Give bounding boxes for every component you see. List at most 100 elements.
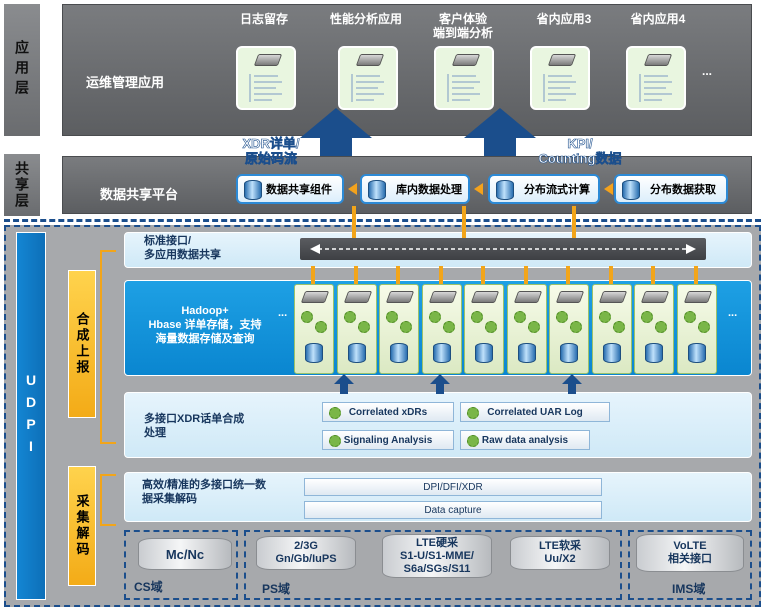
server-icon xyxy=(385,291,415,303)
collect-label: 采集解码 xyxy=(68,466,96,586)
app-card-perf[interactable] xyxy=(338,46,398,110)
ps-lte-soft-cylinder: LTE软采 Uu/X2 xyxy=(510,536,610,570)
server-icon xyxy=(683,291,712,303)
server-icon xyxy=(355,54,385,66)
server-icon xyxy=(555,291,585,303)
gear-icon xyxy=(357,321,370,333)
hadoop-node[interactable] xyxy=(336,284,377,374)
app-more: ... xyxy=(702,64,713,78)
node-connector-stripe xyxy=(311,266,315,284)
share-component-pill[interactable]: 分布流式计算 xyxy=(488,174,600,204)
node-connector-stripe xyxy=(651,266,655,284)
data-capture-box[interactable]: Data capture xyxy=(304,501,602,519)
raw-data-analysis-box[interactable]: Raw data analysis xyxy=(460,430,590,450)
capture-label: 高效/精准的多接口统一数 据采集解码 xyxy=(142,479,267,505)
database-icon xyxy=(687,343,706,363)
cs-domain-name: CS域 xyxy=(134,580,163,594)
app-title-cx: 客户体验 端到端分析 xyxy=(432,12,493,40)
ps-domain-name: PS域 xyxy=(262,582,291,596)
server-icon xyxy=(470,291,500,303)
app-card-log[interactable] xyxy=(236,46,296,110)
app-layer-label: 应用层 xyxy=(4,4,40,136)
database-icon xyxy=(517,343,536,363)
dpi-box[interactable]: DPI/DFI/XDR xyxy=(304,478,602,496)
hadoop-node[interactable] xyxy=(676,284,717,374)
server-icon xyxy=(640,291,670,303)
app-card-prov4[interactable] xyxy=(626,46,686,110)
document-icon xyxy=(543,74,576,102)
app-title-prov4: 省内应用4 xyxy=(630,12,686,26)
up-arrow-icon xyxy=(334,374,354,394)
collect-text: 采集解码 xyxy=(74,494,90,558)
share-component-label: 数据共享组件 xyxy=(266,184,332,196)
gear-icon xyxy=(556,311,568,323)
ims-cylinder: VoLTE 相关接口 xyxy=(636,534,744,572)
node-connector-stripe xyxy=(396,266,400,284)
hadoop-node[interactable] xyxy=(294,284,334,374)
database-icon xyxy=(602,343,621,363)
app-title-log: 日志留存 xyxy=(239,12,288,26)
database-icon xyxy=(645,343,663,363)
up-arrow-icon xyxy=(430,374,450,394)
share-component-pill[interactable]: 数据共享组件 xyxy=(236,174,344,204)
correlated-xdrs-box[interactable]: Correlated xDRs xyxy=(322,402,454,422)
gear-icon xyxy=(697,321,710,333)
hadoop-node[interactable] xyxy=(549,284,589,374)
signaling-analysis-label: Signaling Analysis xyxy=(343,434,433,446)
gear-icon xyxy=(442,321,455,333)
server-icon xyxy=(300,291,330,303)
cs-domain xyxy=(124,530,238,600)
correlated-uar-box[interactable]: Correlated UAR Log xyxy=(460,402,610,422)
app-card-cx[interactable] xyxy=(434,46,494,110)
gear-icon xyxy=(612,321,625,333)
udpi-text: UDPI xyxy=(23,372,39,460)
hadoop-node[interactable] xyxy=(634,284,674,374)
document-icon xyxy=(639,74,672,102)
node-connector-stripe xyxy=(566,266,570,284)
gear-icon xyxy=(467,435,479,447)
signaling-analysis-box[interactable]: Signaling Analysis xyxy=(322,430,454,450)
correlated-uar-label: Correlated UAR Log xyxy=(487,406,583,418)
gear-icon xyxy=(471,311,483,323)
raw-data-analysis-label: Raw data analysis xyxy=(481,434,569,446)
gear-icon xyxy=(655,321,667,333)
std-interface-label: 标准接口/ 多应用数据共享 xyxy=(144,235,221,261)
database-icon xyxy=(347,343,366,363)
gear-icon xyxy=(329,435,341,447)
ps-lte-soft-label: LTE软采 Uu/X2 xyxy=(539,540,581,565)
server-icon xyxy=(547,54,577,66)
gear-icon xyxy=(570,321,582,333)
ps-23g-cylinder: 2/3G Gn/Gb/IuPS xyxy=(256,536,356,570)
ims-domain xyxy=(628,530,752,600)
udpi-label: UDPI xyxy=(16,232,46,600)
document-icon xyxy=(249,74,282,102)
hadoop-node[interactable] xyxy=(464,284,504,374)
correlated-xdrs-label: Correlated xDRs xyxy=(348,406,428,418)
gear-icon xyxy=(386,311,398,323)
share-component-pill[interactable]: 库内数据处理 xyxy=(360,174,470,204)
hadoop-node[interactable] xyxy=(421,284,462,374)
left-arrow-icon xyxy=(604,183,613,195)
app-title-perf: 性能分析应用 xyxy=(329,12,402,26)
up-arrow-icon xyxy=(562,374,582,394)
up-arrow-icon xyxy=(300,108,372,192)
gear-icon xyxy=(513,311,526,323)
hadoop-node[interactable] xyxy=(379,284,419,374)
ps-23g-label: 2/3G Gn/Gb/IuPS xyxy=(275,540,337,565)
server-icon xyxy=(343,291,372,303)
document-icon xyxy=(447,74,480,102)
share-layer-label: 共享层 xyxy=(4,154,40,216)
hadoop-node[interactable] xyxy=(591,284,632,374)
layer-separator xyxy=(4,219,761,222)
share-component-pill[interactable]: 分布数据获取 xyxy=(614,174,728,204)
cs-interface-label: Mc/Nc xyxy=(165,546,205,562)
up-arrow-icon xyxy=(464,108,536,192)
app-layer-text: 应用层 xyxy=(14,40,30,100)
gear-icon xyxy=(683,311,696,323)
app-card-prov3[interactable] xyxy=(530,46,590,110)
share-component-label: 库内数据处理 xyxy=(396,184,462,196)
node-connector-stripe xyxy=(353,266,358,284)
hadoop-node[interactable] xyxy=(506,284,547,374)
synth-bracket xyxy=(100,250,116,444)
gear-icon xyxy=(467,407,479,419)
